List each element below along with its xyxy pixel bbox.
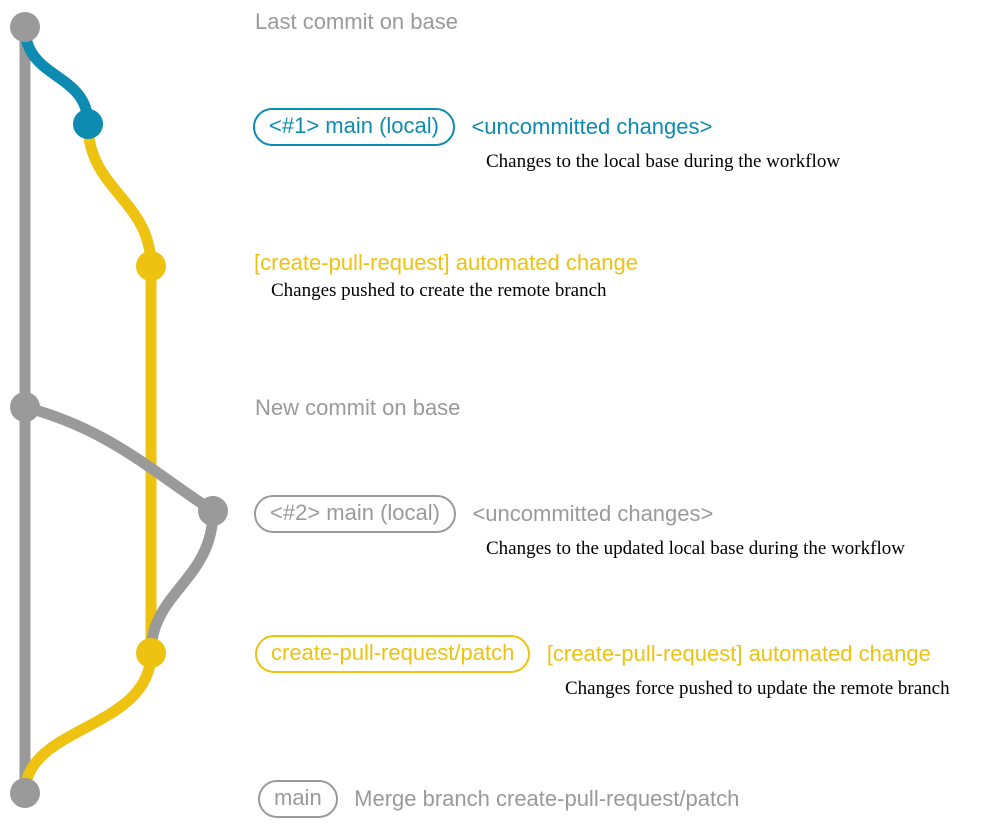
branch-pill-main[interactable]: main bbox=[258, 780, 338, 818]
commit-subject: Last commit on base bbox=[255, 9, 458, 34]
graph-edge-gold-from-teal bbox=[82, 118, 157, 272]
commit-description: Changes pushed to create the remote bran… bbox=[271, 280, 607, 301]
commit-subject: [create-pull-request] automated change bbox=[546, 641, 931, 666]
row-last-commit-on-base: Last commit on base bbox=[255, 10, 458, 34]
graph-node-layer bbox=[10, 12, 228, 808]
graph-edge-layer bbox=[19, 21, 219, 799]
commit-node-patch-force[interactable] bbox=[136, 638, 166, 668]
commit-description: Changes to the updated local base during… bbox=[486, 538, 905, 559]
commit-subject: <uncommitted changes> bbox=[471, 114, 713, 139]
graph-edge-gray-to-patch bbox=[145, 505, 219, 659]
commit-node-local-2[interactable] bbox=[198, 496, 228, 526]
graph-edge-gold-to-merge bbox=[19, 647, 157, 799]
commit-node-merge-main[interactable] bbox=[10, 778, 40, 808]
row-new-commit-on-base: New commit on base bbox=[255, 396, 460, 420]
commit-subject: <uncommitted changes> bbox=[472, 501, 714, 526]
commit-subject: [create-pull-request] automated change bbox=[254, 250, 639, 275]
row-merge-commit: main Merge branch create-pull-request/pa… bbox=[258, 780, 739, 818]
commit-node-patch-create[interactable] bbox=[136, 251, 166, 281]
commit-description: Changes to the local base during the wor… bbox=[486, 151, 841, 172]
row-local-commit-1: <#1> main (local) <uncommitted changes> … bbox=[253, 108, 840, 173]
branch-pill-main-local-2[interactable]: <#2> main (local) bbox=[254, 495, 456, 533]
branch-pill-main-local-1[interactable]: <#1> main (local) bbox=[253, 108, 455, 146]
graph-edge-teal-branch bbox=[19, 21, 94, 130]
commit-node-base-last[interactable] bbox=[10, 12, 40, 42]
row-local-commit-2: <#2> main (local) <uncommitted changes> … bbox=[254, 495, 905, 560]
row-automated-change-force: create-pull-request/patch [create-pull-r… bbox=[255, 635, 950, 700]
commit-subject: New commit on base bbox=[255, 395, 461, 420]
commit-node-local-1[interactable] bbox=[73, 109, 103, 139]
commit-subject: Merge branch create-pull-request/patch bbox=[354, 786, 740, 811]
row-automated-change-create: [create-pull-request] automated change C… bbox=[254, 251, 638, 302]
graph-edge-gray-to-local2 bbox=[19, 401, 219, 517]
commit-graph bbox=[10, 12, 228, 808]
commit-node-base-new[interactable] bbox=[10, 392, 40, 422]
branch-pill-create-pull-request-patch[interactable]: create-pull-request/patch bbox=[255, 635, 531, 673]
commit-description: Changes force pushed to update the remot… bbox=[565, 678, 950, 699]
